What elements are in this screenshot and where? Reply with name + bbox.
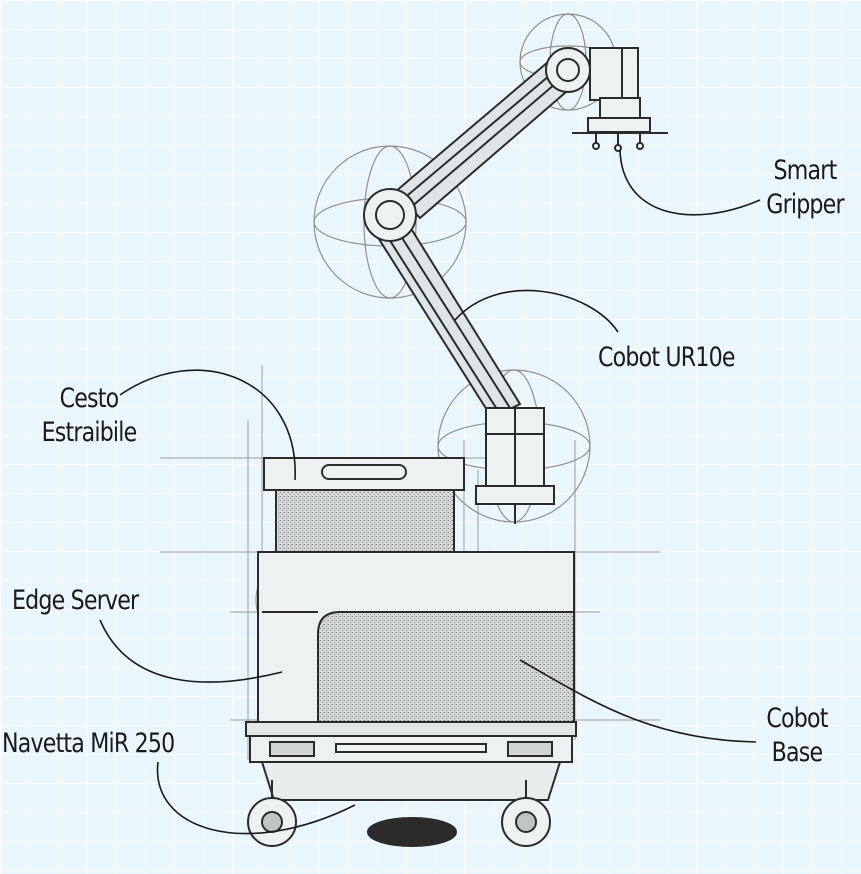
label-cobot-ur10e: Cobot UR10e bbox=[598, 342, 736, 373]
leader-cobot-ur10e bbox=[454, 289, 619, 333]
label-cobot-base: Cobot Base bbox=[752, 702, 842, 770]
leader-edge-server bbox=[99, 619, 283, 683]
left-caster bbox=[247, 780, 297, 847]
leader-smart-gripper bbox=[619, 149, 761, 216]
leader-cesto-estraibile bbox=[119, 369, 296, 481]
label-cesto-estraibile: Cesto Estraibile bbox=[28, 382, 151, 450]
basket bbox=[263, 457, 465, 553]
label-smart-gripper-line1: Smart bbox=[773, 155, 838, 186]
label-cobot-base-line1: Cobot bbox=[766, 703, 828, 734]
right-caster bbox=[501, 780, 551, 847]
mobile-base bbox=[245, 721, 577, 847]
cabinet bbox=[257, 551, 575, 723]
label-cobot-base-line2: Base bbox=[771, 737, 823, 768]
label-navetta-mir250: Navetta MiR 250 bbox=[2, 728, 175, 759]
cobot-arm bbox=[363, 47, 668, 524]
label-edge-server: Edge Server bbox=[12, 585, 139, 616]
label-smart-gripper-line2: Gripper bbox=[766, 189, 844, 220]
label-cesto-line1: Cesto bbox=[59, 383, 120, 414]
leader-navetta-mir250 bbox=[156, 761, 356, 835]
leader-lines bbox=[99, 149, 761, 835]
label-smart-gripper: Smart Gripper bbox=[752, 154, 859, 222]
label-cesto-line2: Estraibile bbox=[41, 417, 138, 448]
leader-cobot-base bbox=[519, 659, 757, 743]
